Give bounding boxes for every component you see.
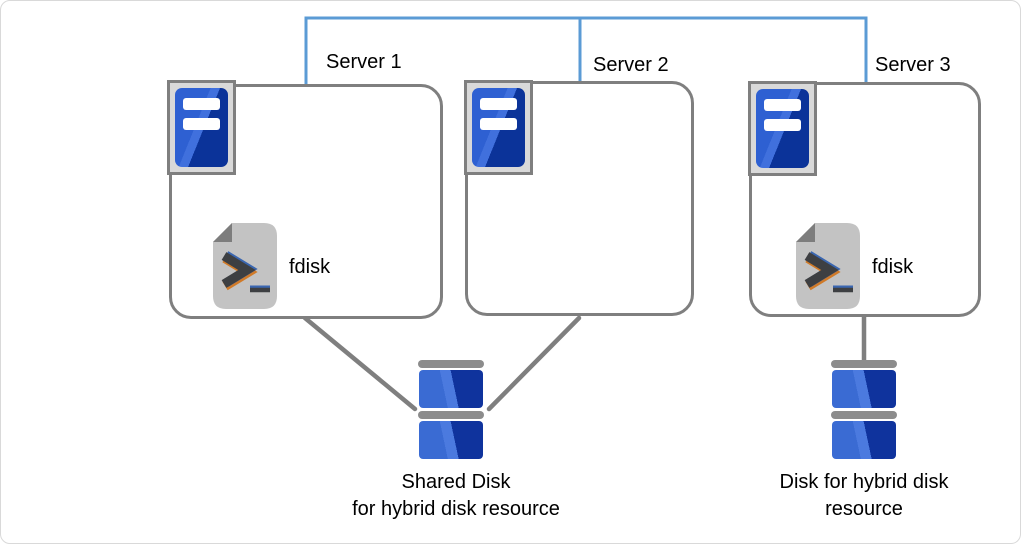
server3-label: Server 3	[875, 54, 951, 76]
hybrid-disk-stack-icon	[831, 360, 897, 462]
server1-computer-icon	[167, 80, 236, 175]
server3-computer-icon	[748, 81, 817, 176]
server-slot-bar	[183, 118, 220, 130]
shared-disk-caption: Shared Disk for hybrid disk resource	[316, 469, 596, 523]
server3-script-file-icon	[796, 223, 860, 309]
server1-label: Server 1	[326, 51, 402, 73]
server-slot-bar	[764, 119, 801, 131]
server2-label: Server 2	[593, 54, 669, 76]
server-slot-bar	[480, 98, 517, 110]
server-tower-shape	[756, 89, 809, 168]
server1-script-file-icon	[213, 223, 277, 309]
disk-body	[419, 421, 483, 459]
shared-disk-stack-icon	[418, 360, 484, 462]
server-slot-bar	[183, 98, 220, 110]
prompt-chevron	[221, 252, 256, 288]
disk-body	[832, 421, 896, 459]
disk-body	[832, 370, 896, 408]
disk-cap	[418, 360, 484, 368]
network-line	[304, 16, 868, 84]
disk-link-line-server1	[302, 315, 418, 412]
disk-body	[419, 370, 483, 408]
server-slot-bar	[480, 118, 517, 130]
disk-cap	[418, 411, 484, 419]
disk-link-line-server2	[486, 315, 582, 412]
server-tower-shape	[175, 88, 228, 167]
hybrid-disk-caption: Disk for hybrid disk resource	[724, 469, 1004, 523]
prompt-chevron	[804, 252, 839, 288]
server3-fdisk-label: fdisk	[872, 256, 914, 278]
shared-disk-caption-line2: for hybrid disk resource	[352, 498, 560, 520]
hybrid-disk-caption-line1: Disk for hybrid disk	[779, 471, 949, 493]
server2-computer-icon	[464, 80, 533, 175]
server1-fdisk-label: fdisk	[289, 256, 331, 278]
shared-disk-caption-line1: Shared Disk	[401, 471, 511, 493]
hybrid-disk-caption-line2: resource	[825, 498, 903, 520]
server-tower-shape	[472, 88, 525, 167]
document-fold	[796, 223, 815, 242]
server-slot-bar	[764, 99, 801, 111]
disk-cap	[831, 411, 897, 419]
document-fold	[213, 223, 232, 242]
disk-cap	[831, 360, 897, 368]
server2-box	[465, 81, 694, 316]
